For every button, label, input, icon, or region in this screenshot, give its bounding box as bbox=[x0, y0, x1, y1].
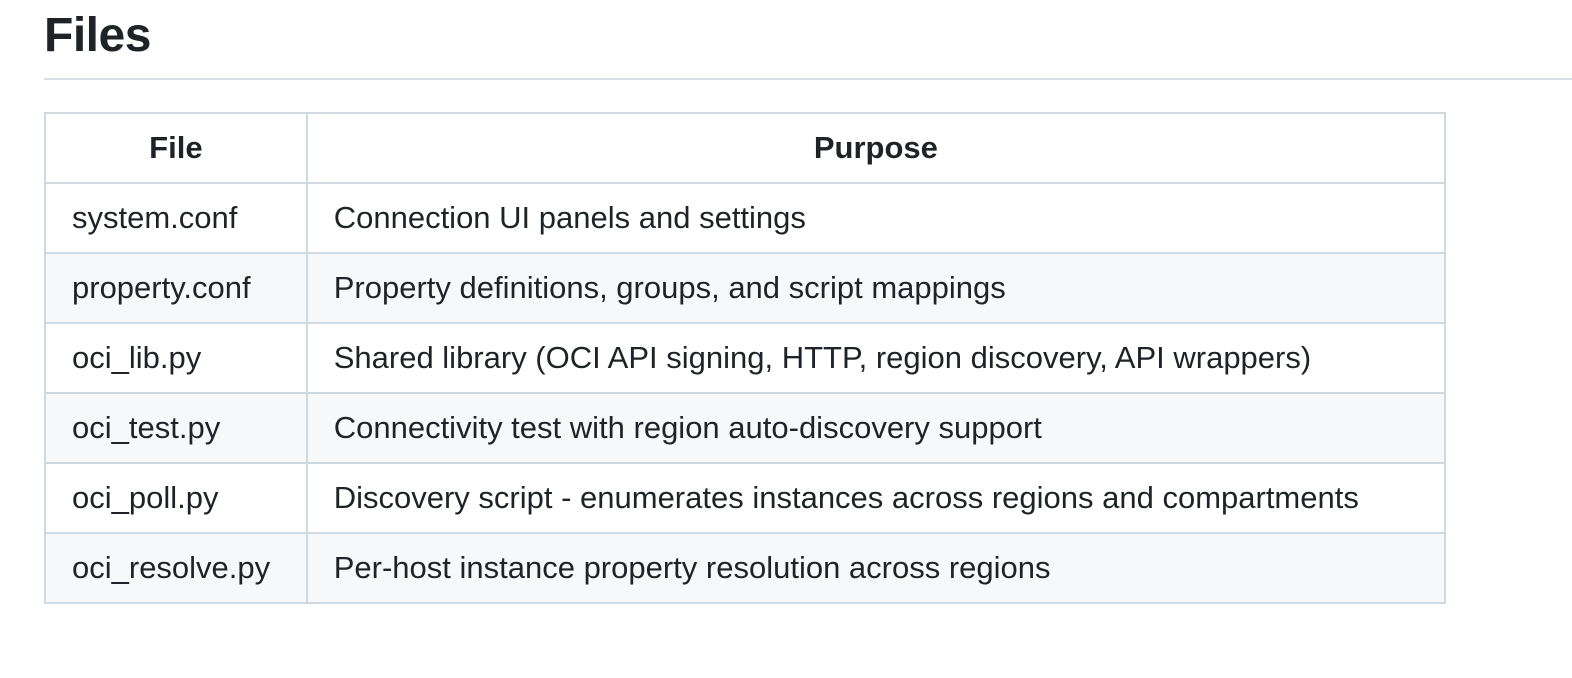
file-name-cell: oci_test.py bbox=[44, 392, 308, 464]
file-purpose-cell: Connectivity test with region auto-disco… bbox=[305, 392, 1447, 464]
section-heading: Files bbox=[44, 9, 151, 62]
file-name-cell: system.conf bbox=[44, 182, 308, 254]
file-name-cell: oci_resolve.py bbox=[44, 532, 308, 604]
column-header-file: File bbox=[44, 112, 308, 184]
file-purpose-cell: Shared library (OCI API signing, HTTP, r… bbox=[305, 322, 1447, 394]
file-purpose-cell: Property definitions, groups, and script… bbox=[305, 252, 1447, 324]
table-header-row: File Purpose bbox=[44, 112, 1447, 184]
table-row: oci_lib.py Shared library (OCI API signi… bbox=[44, 322, 1447, 394]
files-table: File Purpose system.conf Connection UI p… bbox=[44, 112, 1447, 604]
heading-divider bbox=[44, 78, 1572, 80]
table-row: oci_poll.py Discovery script - enumerate… bbox=[44, 462, 1447, 534]
table-row: oci_resolve.py Per-host instance propert… bbox=[44, 532, 1447, 604]
table-row: property.conf Property definitions, grou… bbox=[44, 252, 1447, 324]
file-name-cell: property.conf bbox=[44, 252, 308, 324]
file-name-cell: oci_poll.py bbox=[44, 462, 308, 534]
file-purpose-cell: Per-host instance property resolution ac… bbox=[305, 532, 1447, 604]
column-header-purpose: Purpose bbox=[305, 112, 1447, 184]
file-name-cell: oci_lib.py bbox=[44, 322, 308, 394]
file-purpose-cell: Connection UI panels and settings bbox=[305, 182, 1447, 254]
table-row: oci_test.py Connectivity test with regio… bbox=[44, 392, 1447, 464]
table-row: system.conf Connection UI panels and set… bbox=[44, 182, 1447, 254]
files-section: Files File Purpose system.conf Connectio… bbox=[44, 0, 1572, 604]
file-purpose-cell: Discovery script - enumerates instances … bbox=[305, 462, 1447, 534]
